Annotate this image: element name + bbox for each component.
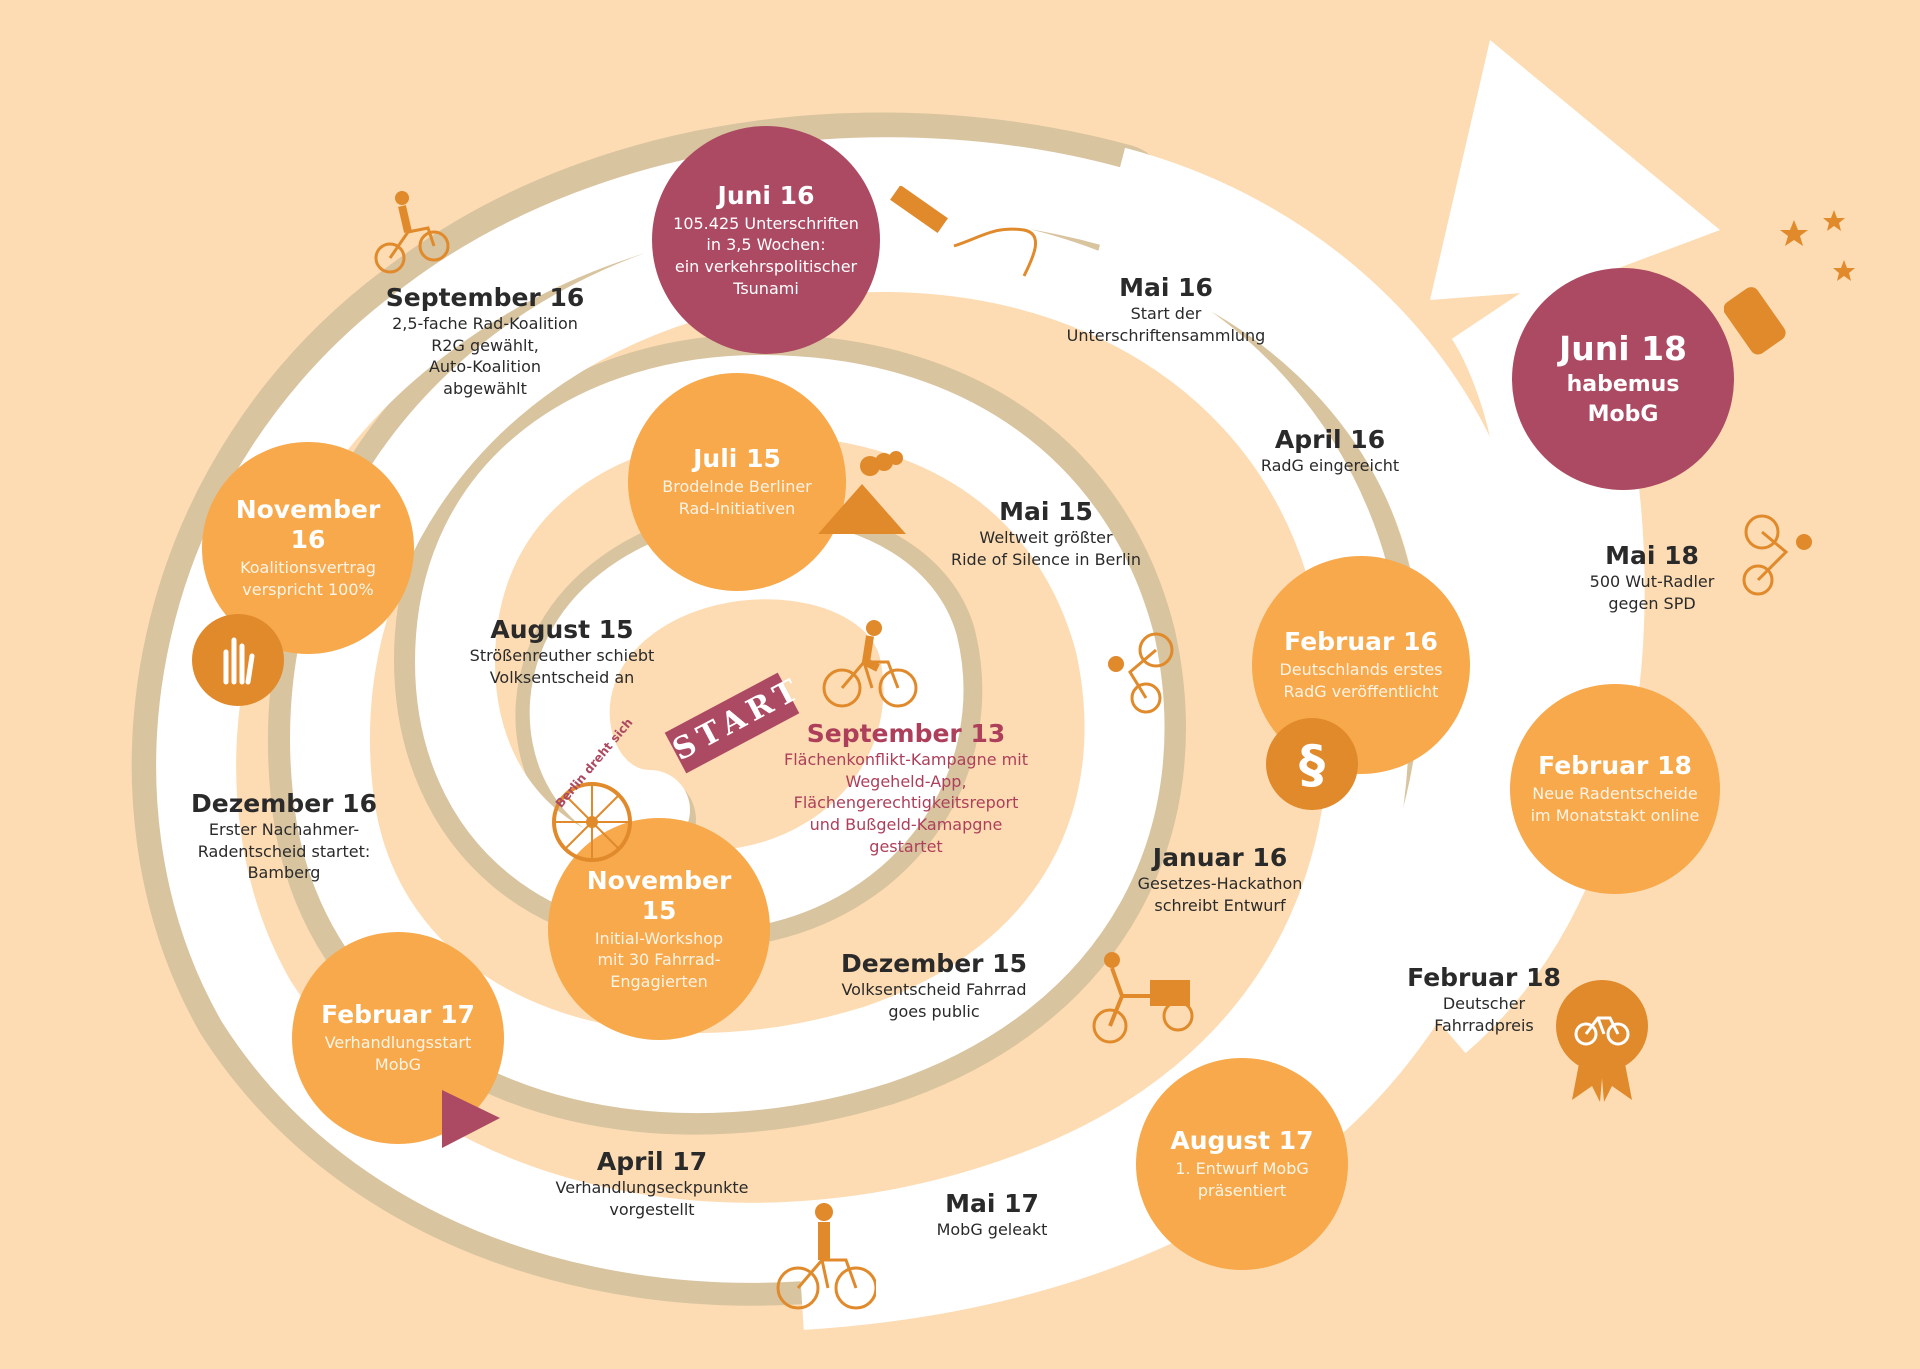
bicycle-rider-icon [822, 620, 918, 708]
event-title: Mai 18 [1605, 541, 1699, 570]
event-label-mai16: Mai 16 Start der Unterschriftensammlung [1067, 272, 1266, 346]
event-label-jan16: Januar 16 Gesetzes-Hackathon schreibt En… [1138, 842, 1303, 916]
event-title: Mai 17 [945, 1189, 1039, 1218]
event-label-mai18: Mai 18 500 Wut-Radler gegen SPD [1590, 540, 1715, 614]
event-label-dez16: Dezember 16 Erster Nachahmer- Radentsche… [191, 788, 377, 884]
play-triangle-icon [442, 1090, 500, 1148]
event-desc: Strößenreuther schiebt Volksentscheid an [469, 646, 655, 687]
event-title: November 15 [586, 865, 732, 925]
event-desc: 105.425 Unterschriften in 3,5 Wochen: ei… [673, 213, 859, 298]
event-title: Dezember 15 [841, 949, 1027, 978]
event-circle-nov16: November 16 Koalitionsvertrag verspricht… [202, 442, 414, 654]
event-desc: habemus MobG [1566, 372, 1680, 427]
event-title: April 17 [596, 1147, 708, 1176]
cargo-bike-icon [1092, 952, 1194, 1044]
event-circle-jun16: Juni 16 105.425 Unterschriften in 3,5 Wo… [652, 126, 880, 354]
event-title: Februar 18 [1407, 963, 1561, 992]
event-title: Februar 18 [1538, 751, 1692, 781]
event-desc: Erster Nachahmer- Radentscheid startet: … [197, 820, 371, 883]
event-circle-aug17: August 17 1. Entwurf MobG präsentiert [1136, 1058, 1348, 1270]
event-title: Juni 18 [1559, 328, 1687, 368]
event-desc: Koalitionsvertrag verspricht 100% [240, 558, 376, 599]
event-title: Februar 16 [1284, 627, 1438, 657]
event-title: Mai 16 [1119, 273, 1213, 302]
event-circle-nov15: November 15 Initial-Workshop mit 30 Fahr… [548, 818, 770, 1040]
event-desc: Deutschlands erstes RadG veröffentlicht [1279, 660, 1443, 701]
event-label-dez15: Dezember 15 Volksentscheid Fahrrad goes … [841, 948, 1027, 1022]
event-title: August 15 [490, 615, 634, 644]
event-desc: Gesetzes-Hackathon schreibt Entwurf [1137, 874, 1303, 915]
event-label-sep16: September 16 2,5-fache Rad-Koalition R2G… [386, 282, 585, 400]
event-title: Februar 17 [321, 1000, 475, 1030]
paragraph-icon: § [1266, 718, 1358, 810]
event-title: Dezember 16 [191, 789, 377, 818]
event-title: Juni 16 [717, 180, 815, 210]
event-title: November 16 [235, 495, 381, 555]
award-rosette-icon [1556, 980, 1648, 1102]
event-circle-feb18: Februar 18 Neue Radentscheide im Monatst… [1510, 684, 1720, 894]
event-title: August 17 [1170, 1126, 1314, 1156]
pen-icon [890, 186, 1038, 277]
volcano-icon [818, 451, 906, 534]
event-desc: Start der Unterschriftensammlung [1066, 304, 1266, 345]
event-circle-jun18: Juni 18 habemus MobG [1512, 268, 1734, 490]
event-title: Januar 16 [1152, 843, 1288, 872]
event-desc: 2,5-fache Rad-Koalition R2G gewählt, Aut… [392, 314, 578, 399]
event-desc: 500 Wut-Radler gegen SPD [1589, 572, 1715, 613]
event-title: Mai 15 [999, 497, 1093, 526]
event-desc: Initial-Workshop mit 30 Fahrrad- Engagie… [594, 928, 724, 991]
bicycle-rider-icon [374, 191, 450, 274]
bicycle-rider-icon [1108, 632, 1174, 714]
event-desc: MobG geleakt [936, 1220, 1048, 1240]
event-title: April 16 [1274, 425, 1386, 454]
event-label-mai17: Mai 17 MobG geleakt [937, 1188, 1048, 1241]
event-label-apr16: April 16 RadG eingereicht [1261, 424, 1399, 477]
event-desc: RadG eingereicht [1260, 456, 1400, 476]
ferris-wheel-icon [552, 782, 632, 862]
event-desc: Flächenkonflikt-Kampagne mit Wegeheld-Ap… [784, 750, 1028, 856]
event-desc: Deutscher Fahrradpreis [1434, 994, 1534, 1035]
event-label-apr17: April 17 Verhandlungseckpunkte vorgestel… [555, 1146, 748, 1220]
event-desc: Verhandlungseckpunkte vorgestellt [555, 1178, 749, 1219]
event-title: September 16 [385, 283, 585, 312]
event-label-aug15: August 15 Strößenreuther schiebt Volksen… [470, 614, 655, 688]
event-desc: Neue Radentscheide im Monatstakt online [1530, 784, 1700, 825]
bicycle-rider-icon [1742, 514, 1812, 596]
event-desc: Verhandlungsstart MobG [324, 1033, 472, 1074]
event-desc: 1. Entwurf MobG präsentiert [1175, 1159, 1309, 1200]
bicycle-rider-icon [776, 1203, 876, 1310]
event-desc: Brodelnde Berliner Rad-Initiativen [662, 477, 812, 518]
event-label-feb18: Februar 18 Deutscher Fahrradpreis [1407, 962, 1561, 1036]
event-desc: Weltweit größter Ride of Silence in Berl… [950, 528, 1142, 569]
event-circle-jul15: Juli 15 Brodelnde Berliner Rad-Initiativ… [628, 373, 846, 591]
event-label-mai15: Mai 15 Weltweit größter Ride of Silence … [951, 496, 1141, 570]
arrow-head-icon [1430, 40, 1720, 300]
svg-text:§: § [1299, 735, 1325, 795]
crossed-fingers-icon [192, 614, 284, 706]
event-desc: Volksentscheid Fahrrad goes public [841, 980, 1027, 1021]
champagne-icon [1724, 210, 1855, 355]
event-title: September 13 [806, 719, 1006, 748]
event-title: Juli 15 [693, 444, 781, 474]
event-label-sep13: September 13 Flächenkonflikt-Kampagne mi… [784, 718, 1028, 857]
